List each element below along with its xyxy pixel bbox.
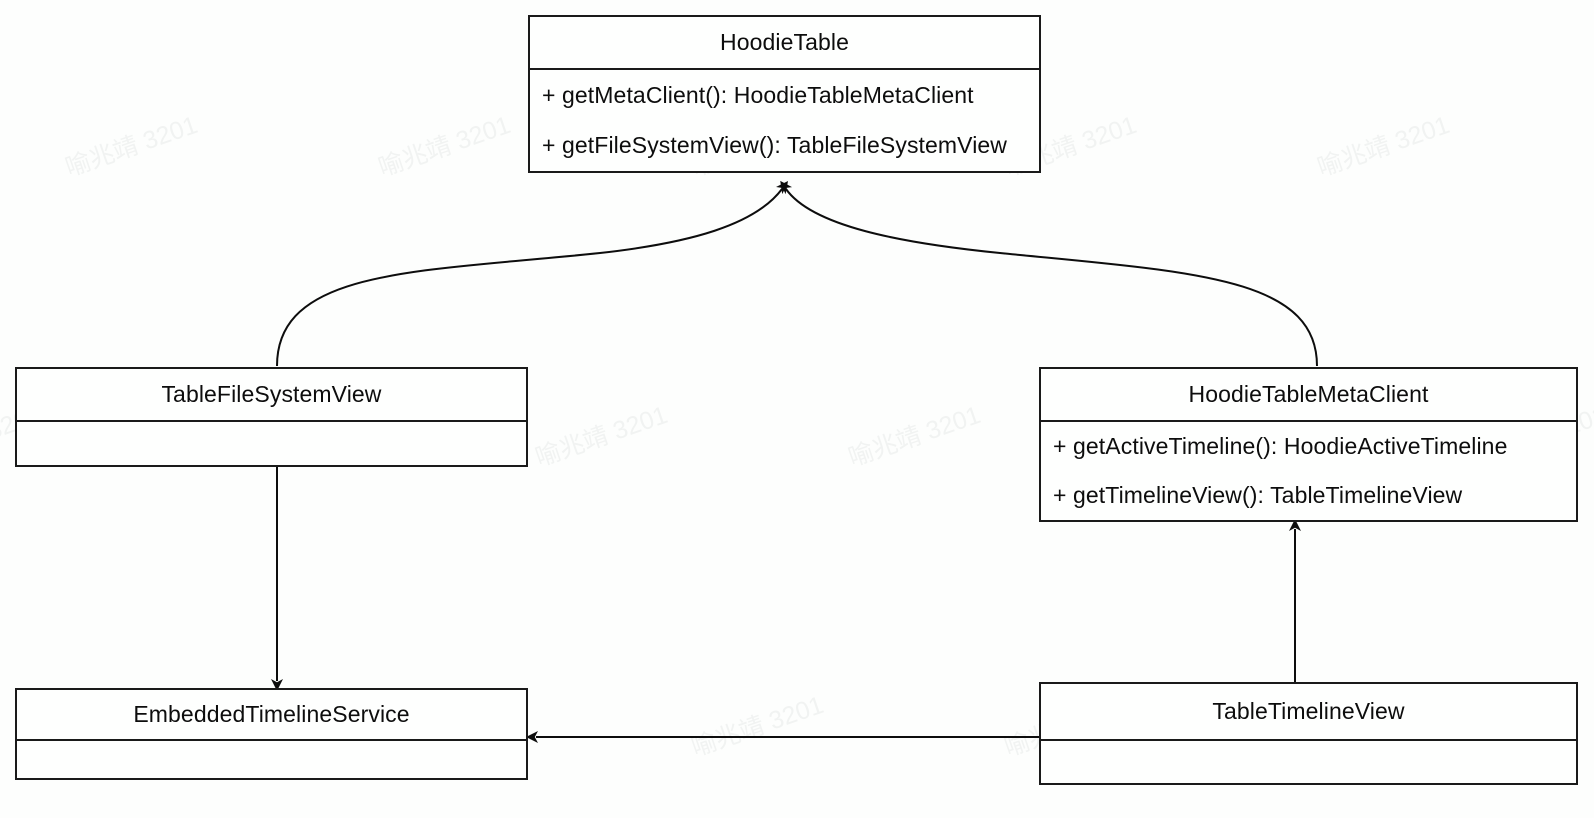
class-box-hoodie-table-meta-client[interactable]: HoodieTableMetaClient + getActiveTimelin…	[1039, 367, 1578, 522]
class-members-embedded-timeline-service	[17, 739, 526, 778]
class-member: + getFileSystemView(): TableFileSystemVi…	[542, 132, 1008, 159]
watermark-text: 喻兆靖 3201	[531, 400, 672, 473]
class-members-hoodie-table-meta-client: + getActiveTimeline(): HoodieActiveTimel…	[1041, 420, 1576, 520]
edge-htmc-to-hoodie-table	[780, 180, 1318, 367]
class-members-table-timeline-view	[1041, 739, 1576, 783]
watermark-text: 喻兆靖 3201	[374, 110, 515, 183]
class-box-embedded-timeline-service[interactable]: EmbeddedTimelineService	[15, 688, 528, 780]
watermark-text: 喻兆靖 3201	[844, 400, 985, 473]
class-member: + getTimelineView(): TableTimelineView	[1053, 482, 1463, 508]
class-members-table-file-system-view	[17, 420, 526, 465]
class-member: + getActiveTimeline(): HoodieActiveTimel…	[1053, 433, 1508, 459]
class-member: + getMetaClient(): HoodieTableMetaClient	[542, 81, 974, 108]
edge-tfsv-to-hoodie-table	[276, 181, 789, 367]
class-members-hoodie-table: + getMetaClient(): HoodieTableMetaClient…	[530, 68, 1039, 171]
class-name-hoodie-table-meta-client: HoodieTableMetaClient	[1188, 381, 1429, 407]
watermark-text: 喻兆靖 3201	[687, 690, 828, 763]
class-name-embedded-timeline-service: EmbeddedTimelineService	[133, 701, 410, 727]
class-box-hoodie-table[interactable]: HoodieTable + getMetaClient(): HoodieTab…	[528, 15, 1041, 173]
class-name-hoodie-table: HoodieTable	[720, 29, 849, 55]
class-box-table-file-system-view[interactable]: TableFileSystemView	[15, 367, 528, 467]
class-name-table-file-system-view: TableFileSystemView	[161, 381, 382, 407]
class-name-table-timeline-view: TableTimelineView	[1212, 698, 1405, 724]
watermark-text: 喻兆靖 3201	[61, 110, 202, 183]
watermark-text: 喻兆靖 3201	[1313, 110, 1454, 183]
class-box-table-timeline-view[interactable]: TableTimelineView	[1039, 682, 1578, 785]
